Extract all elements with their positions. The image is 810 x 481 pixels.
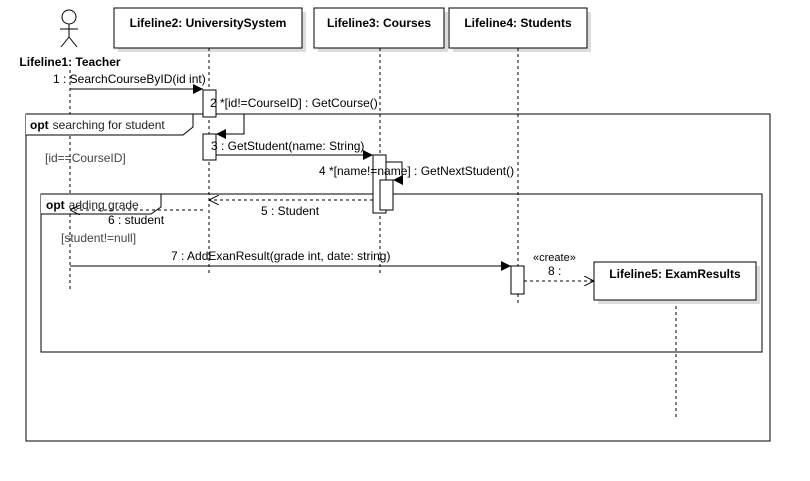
message-5-label: 5 : Student [261,204,320,218]
fragment-outer[interactable]: opt searching for student [id==CourseID] [25,113,771,442]
lifeline-system-head[interactable]: Lifeline2: UniversitySystem [113,7,306,52]
fragment-outer-operator: opt [30,118,49,132]
activation-students-1 [510,265,525,295]
message-8-label: 8 : [548,264,561,278]
message-7-label: 7 : AddExanResult(grade int, date: strin… [171,249,390,263]
fragment-outer-guard: [id==CourseID] [45,151,126,165]
fragment-outer-name: searching for student [53,118,166,132]
stick-figure-icon [60,9,78,48]
activation-courses-2 [379,179,394,211]
fragment-inner-guard: [student!=null] [61,231,136,245]
message-1-label: 1 : SearchCourseByID(id int) [53,72,206,86]
message-4-label: 4 *[name!=name] : GetNextStudent() [319,164,514,178]
lifeline-system-label: Lifeline2: UniversitySystem [130,16,287,30]
lifeline-courses-label: Lifeline3: Courses [327,16,431,30]
message-3-label: 3 : GetStudent(name: String) [211,139,364,153]
message-4-arrow [386,161,403,185]
lifeline-students-head[interactable]: Lifeline4: Students [448,7,591,52]
lifeline-students-label: Lifeline4: Students [464,16,572,30]
activation-system-2 [202,133,217,161]
message-2-label: 2 *[id!=CourseID] : GetCourse() [210,96,378,110]
message-2-arrow [216,113,245,139]
lifeline-examresults-head[interactable]: Lifeline5: ExamResults [593,261,760,304]
message-6-label: 6 : student [108,213,165,227]
actor-teacher[interactable]: Lifeline1: Teacher [19,9,121,69]
lifeline-examresults-label: Lifeline5: ExamResults [609,267,741,281]
create-stereotype: «create» [533,252,576,264]
fragment-inner-name: adding grade [69,198,139,212]
lifeline-courses-head[interactable]: Lifeline3: Courses [313,7,448,52]
fragment-inner-operator: opt [46,198,65,212]
activation-system-1 [202,89,217,118]
actor-teacher-label: Lifeline1: Teacher [19,55,120,69]
